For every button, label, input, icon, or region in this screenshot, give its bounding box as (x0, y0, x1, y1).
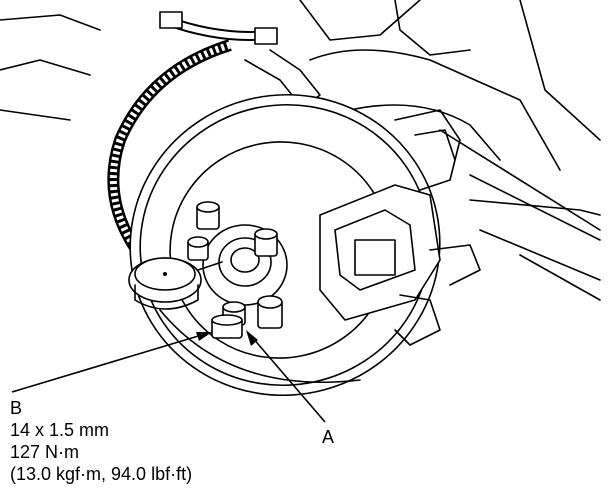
dial-gauge (128, 257, 223, 310)
leader-lines (11, 330, 326, 423)
wheel-stud (257, 295, 283, 329)
hub-assembly (187, 201, 288, 339)
wheel-stud (254, 228, 278, 257)
suspension-background (0, 0, 601, 301)
callout-b-torque-alt: (13.0 kgf·m, 94.0 lbf·ft) (10, 464, 193, 484)
wheel-stud (187, 236, 209, 261)
callout-b-letter: B (10, 398, 23, 418)
wheel-stud-with-nut (211, 301, 246, 339)
brake-caliper (319, 109, 481, 346)
dial-gauge-cable (107, 11, 321, 259)
wheel-stud (196, 201, 220, 230)
callout-a-letter: A (322, 427, 335, 447)
callout-b-torque-nm: 127 N·m (10, 442, 80, 462)
callout-b-size: 14 x 1.5 mm (10, 420, 110, 440)
